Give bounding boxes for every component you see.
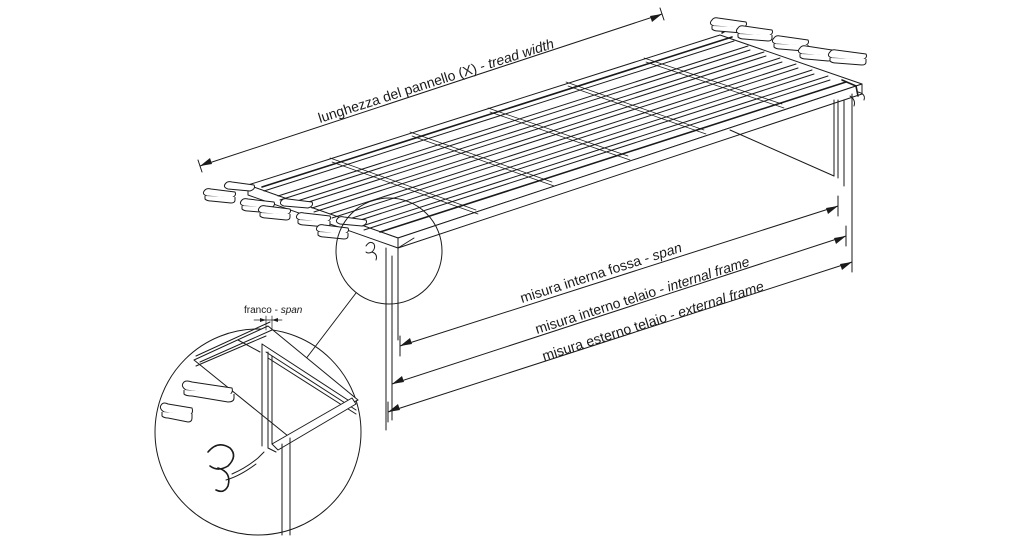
detail-magnified-circle [154, 328, 362, 536]
tread-width-dimension [197, 7, 665, 173]
clearance-label: franco - span [244, 305, 303, 316]
right-tread-samples [709, 17, 867, 66]
internal-frame-dimension [391, 225, 847, 395]
detail-connector [304, 292, 357, 361]
grating-panel [247, 27, 865, 249]
detail-source-circle [335, 197, 443, 305]
detail-magnified-content [159, 321, 359, 536]
left-tread-samples [202, 181, 367, 240]
external-frame-dimension [387, 251, 853, 423]
left-end-hook [365, 241, 377, 261]
cross-bars [329, 57, 785, 215]
span-dimension [399, 195, 839, 357]
detail-callout: franco - span [154, 197, 443, 536]
clearance-dimension [253, 315, 283, 331]
